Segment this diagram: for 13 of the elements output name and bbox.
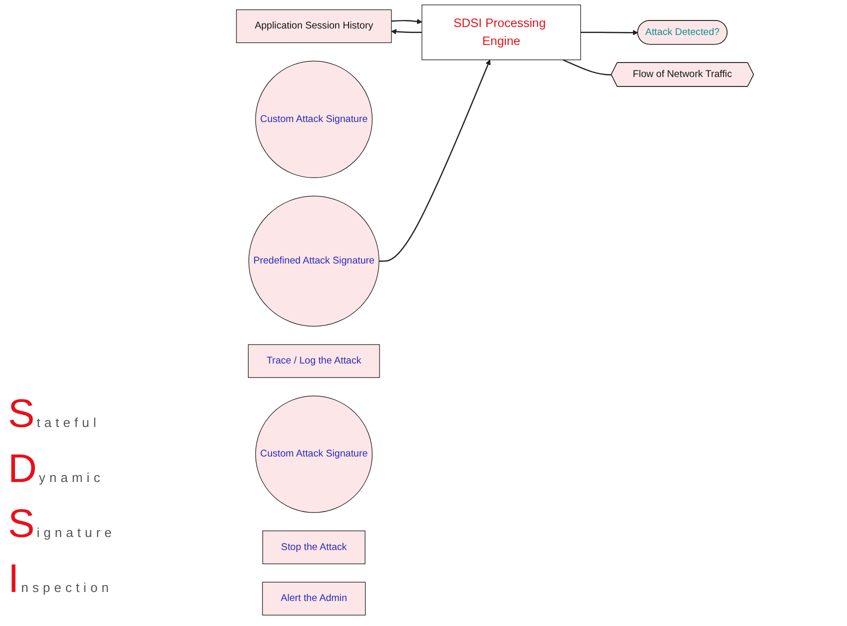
arrow bbox=[379, 60, 491, 262]
node-box: Trace / Log the Attack bbox=[248, 344, 380, 378]
node-box: Application Session History bbox=[236, 9, 392, 44]
arrow bbox=[391, 29, 422, 34]
node-circle: Custom Attack Signature bbox=[255, 396, 373, 513]
node-box: Stop the Attack bbox=[262, 530, 366, 564]
node-circle: Custom Attack Signature bbox=[255, 60, 373, 178]
node-box: Alert the Admin bbox=[262, 582, 366, 616]
arrow bbox=[580, 30, 638, 36]
connector bbox=[562, 59, 612, 76]
node-circle: Predefined Attack Signature bbox=[248, 196, 380, 327]
arrow bbox=[391, 18, 422, 24]
node-box: SDSI Processing Engine bbox=[422, 4, 581, 60]
